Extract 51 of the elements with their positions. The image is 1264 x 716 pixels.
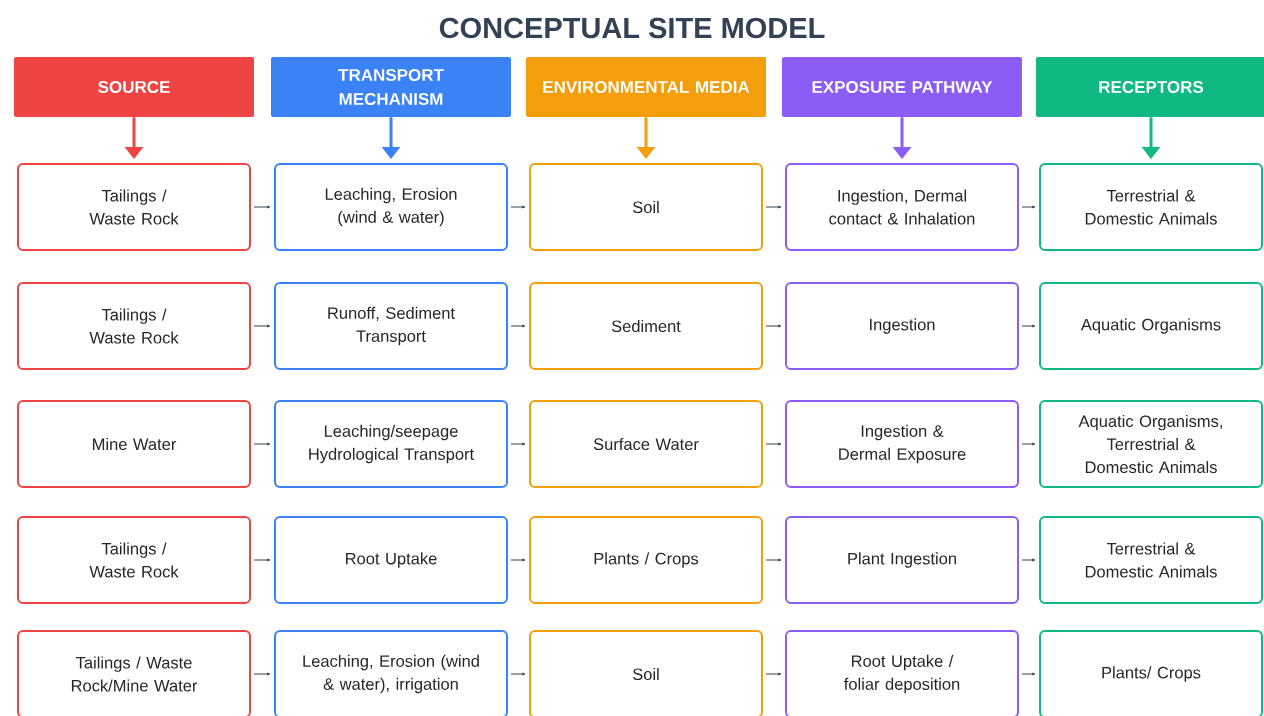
process-box: Ingestion, Dermal contact & Inhalation: [785, 163, 1019, 251]
process-box: Leaching, Erosion (wind & water): [274, 163, 508, 251]
arrow: [253, 324, 271, 328]
arrow: [765, 672, 782, 676]
header-box: EXPOSURE PATHWAY: [782, 57, 1022, 117]
process-box: Surface Water: [529, 400, 763, 488]
arrow: [765, 442, 782, 446]
header-box: SOURCE: [14, 57, 254, 117]
arrow: [510, 558, 526, 562]
process-box: Plants / Crops: [529, 516, 763, 604]
process-box: Aquatic Organisms: [1039, 282, 1263, 370]
arrow: [1021, 672, 1036, 676]
process-box: Ingestion: [785, 282, 1019, 370]
arrow: [510, 442, 526, 446]
process-box: Plants/ Crops: [1039, 630, 1263, 716]
process-box: Ingestion & Dermal Exposure: [785, 400, 1019, 488]
process-box: Terrestrial & Domestic Animals: [1039, 163, 1263, 251]
arrow: [253, 442, 271, 446]
arrow: [253, 205, 271, 209]
arrow: [1021, 205, 1036, 209]
title: CONCEPTUAL SITE MODEL: [439, 17, 825, 39]
process-box: Tailings / Waste Rock/Mine Water: [17, 630, 251, 716]
process-box: Tailings / Waste Rock: [17, 163, 251, 251]
header-box: TRANSPORT MECHANISM: [271, 57, 511, 117]
process-box: Root Uptake / foliar deposition: [785, 630, 1019, 716]
process-box: Soil: [529, 630, 763, 716]
arrow: [253, 558, 271, 562]
process-box: Runoff, Sediment Transport: [274, 282, 508, 370]
header-box: RECEPTORS: [1036, 57, 1264, 117]
arrow: [510, 672, 526, 676]
arrow: [1021, 324, 1036, 328]
process-box: Terrestrial & Domestic Animals: [1039, 516, 1263, 604]
arrow: [510, 205, 526, 209]
process-box: Root Uptake: [274, 516, 508, 604]
arrow: [765, 324, 782, 328]
process-box: Sediment: [529, 282, 763, 370]
process-box: Plant Ingestion: [785, 516, 1019, 604]
header-box: ENVIRONMENTAL MEDIA: [526, 57, 766, 117]
arrow: [253, 672, 271, 676]
arrow: [1021, 558, 1036, 562]
process-box: Tailings / Waste Rock: [17, 516, 251, 604]
arrow: [765, 205, 782, 209]
arrow: [1021, 442, 1036, 446]
process-box: Tailings / Waste Rock: [17, 282, 251, 370]
arrow: [510, 324, 526, 328]
process-box: Leaching/seepage Hydrological Transport: [274, 400, 508, 488]
process-box: Leaching, Erosion (wind & water), irrigation: [274, 630, 508, 716]
process-box: Soil: [529, 163, 763, 251]
process-box: Mine Water: [17, 400, 251, 488]
arrow: [765, 558, 782, 562]
process-box: Aquatic Organisms, Terrestrial & Domestic Animals: [1039, 400, 1263, 488]
